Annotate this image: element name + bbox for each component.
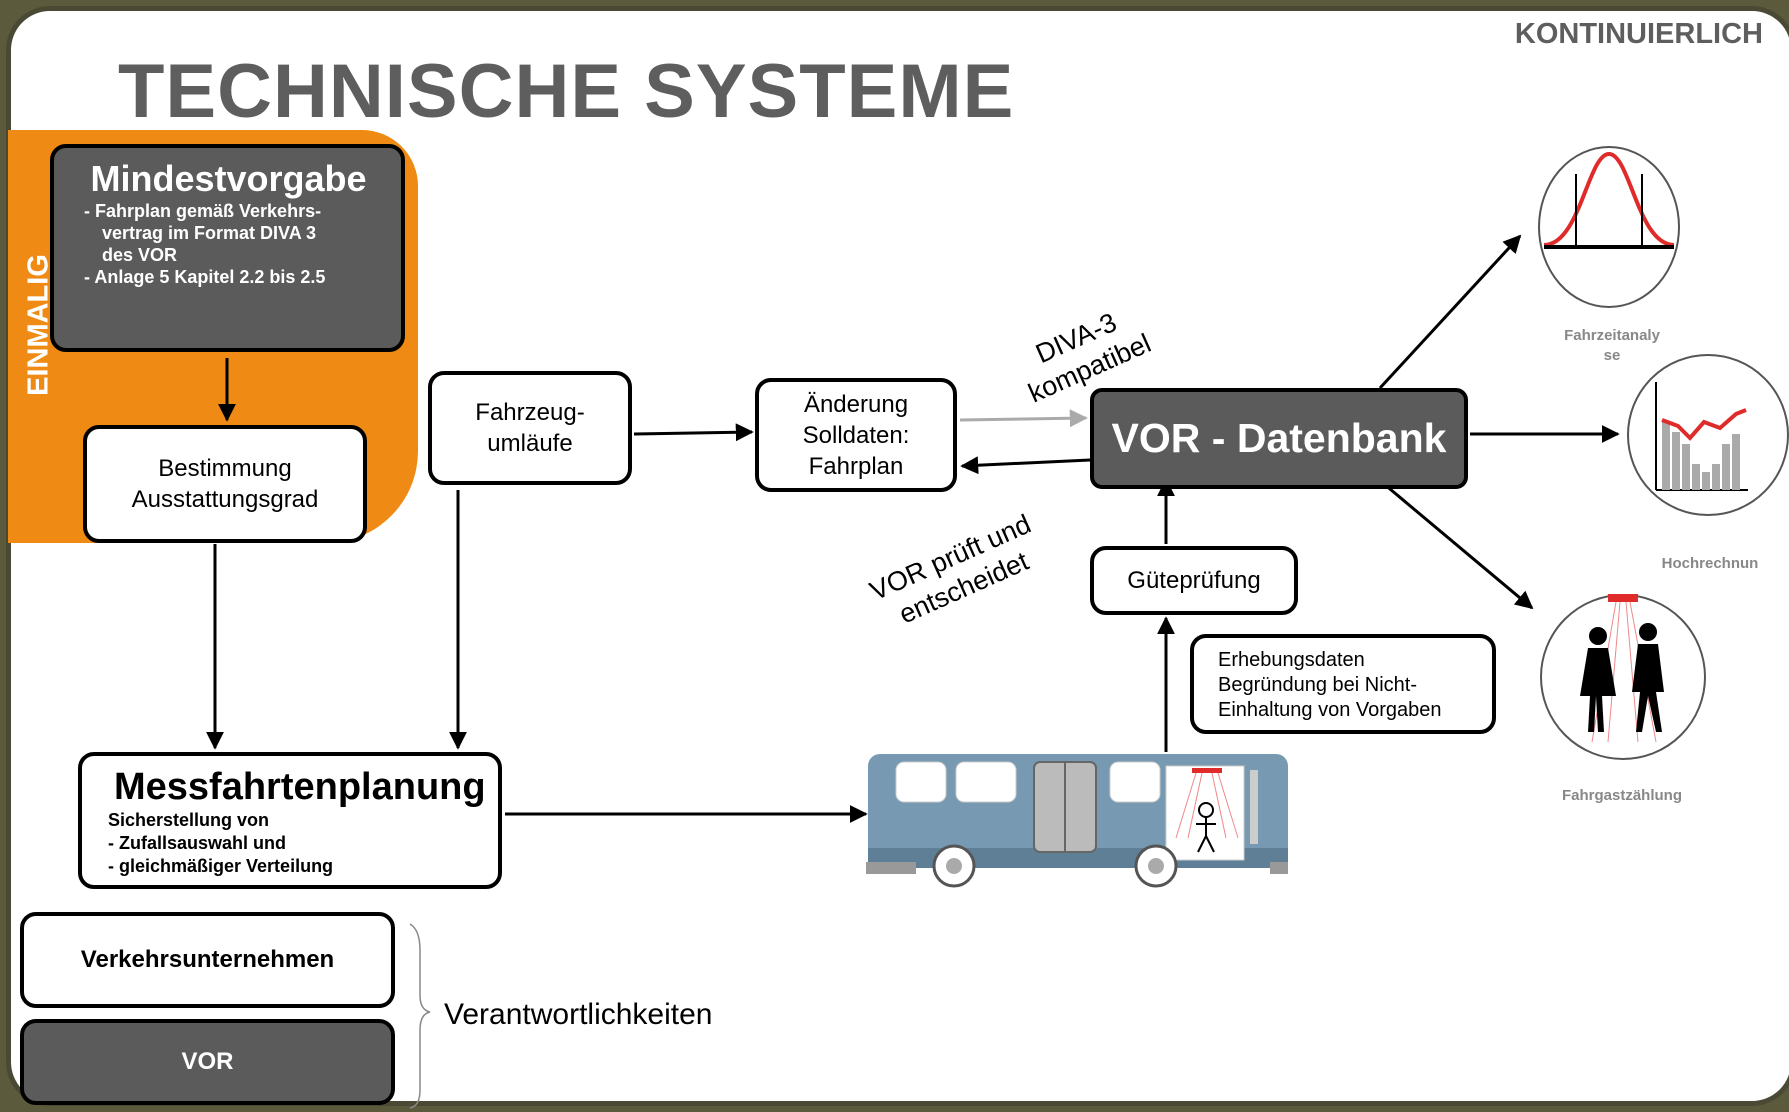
messfahrten-line: - Zufallsauswahl und [108, 833, 287, 853]
guetepruefung-box: Güteprüfung [1090, 546, 1298, 615]
aenderung-box: Änderung Solldaten: Fahrplan [755, 378, 957, 492]
arrow-db-to-aenderung [960, 456, 1091, 475]
fahrzeugumlaeufe-box: Fahrzeug- umläufe [428, 371, 632, 485]
legend-verkehrsunternehmen: Verkehrsunternehmen [20, 912, 395, 1008]
erhebungsdaten-box: Erhebungsdaten Begründung bei Nicht- Ein… [1190, 634, 1496, 734]
mindestvorgabe-title: Mindestvorgabe [90, 158, 367, 199]
arrow-db-to-fahrzeit [1378, 234, 1522, 390]
page-title: TECHNISCHE SYSTEME [118, 49, 1015, 134]
vor-datenbank-box: VOR - Datenbank [1090, 388, 1468, 489]
messfahrten-line: Sicherstellung von [108, 810, 270, 830]
bestimmung-box: Bestimmung Ausstattungsgrad [83, 425, 367, 543]
messfahrtenplanung-box: Messfahrtenplanung Sicherstellung von - … [78, 752, 502, 889]
fahrzeitanalyse-caption-line: Fahrzeitanaly [1564, 327, 1660, 344]
mindestvorgabe-line: des VOR [102, 245, 178, 265]
fahrzeug-line: umläufe [487, 430, 573, 457]
fahrgastzaehlung-caption-line: Fahrgastzählung [1561, 787, 1682, 804]
mindestvorgabe-line: - Fahrplan gemäß Verkehrs- [84, 201, 322, 221]
hochrechnung-icon [1627, 354, 1789, 516]
bestimmung-line: Bestimmung [158, 455, 292, 482]
fahrgastzaehlung-icon [1540, 594, 1706, 760]
messfahrten-title: Messfahrtenplanung [114, 766, 486, 808]
fahrzeitanalyse-icon [1538, 146, 1680, 308]
erhebung-line: Erhebungsdaten [1218, 649, 1365, 671]
arrow-fahrzeug-to-aenderung [633, 423, 754, 442]
arrow-aenderung-to-db [959, 409, 1088, 428]
legend-verantwortlichkeiten: Verantwortlichkeiten [444, 998, 713, 1031]
arrow-db-to-fahrgast [1383, 482, 1534, 610]
hochrechnung-caption-line: Hochrechnun [1661, 555, 1759, 572]
phase-label-continuous: KONTINUIERLICH [1514, 18, 1763, 50]
bestimmung-line: Ausstattungsgrad [131, 486, 319, 513]
fahrgastzaehlung-caption: Fahrgastzählung [1532, 786, 1712, 806]
legend-vu-label: Verkehrsunternehmen [80, 946, 335, 973]
aenderung-line: Solldaten: [802, 421, 910, 449]
fahrzeug-line: Fahrzeug- [475, 399, 585, 426]
fahrzeitanalyse-caption: Fahrzeitanaly se [1546, 326, 1678, 366]
guetepruefung-label: Güteprüfung [1127, 566, 1261, 594]
mindestvorgabe-box: Mindestvorgabe - Fahrplan gemäß Verkehrs… [50, 144, 405, 352]
aenderung-line: Änderung [803, 390, 909, 418]
bus-illustration [866, 754, 1288, 888]
vor-datenbank-label: VOR - Datenbank [1111, 415, 1447, 461]
erhebung-line: Begründung bei Nicht- [1218, 674, 1418, 696]
aenderung-line: Fahrplan [808, 452, 904, 480]
legend-vor: VOR [20, 1019, 395, 1105]
messfahrten-line: - gleichmäßiger Verteilung [108, 856, 334, 876]
legend-vor-label: VOR [181, 1048, 234, 1075]
erhebung-line: Einhaltung von Vorgaben [1218, 699, 1442, 721]
mindestvorgabe-line: vertrag im Format DIVA 3 [102, 223, 317, 243]
hochrechnung-caption: Hochrechnun [1640, 554, 1780, 574]
fahrzeitanalyse-caption-line: se [1603, 347, 1621, 364]
mindestvorgabe-line: - Anlage 5 Kapitel 2.2 bis 2.5 [84, 267, 326, 287]
legend-brace [409, 923, 431, 1109]
